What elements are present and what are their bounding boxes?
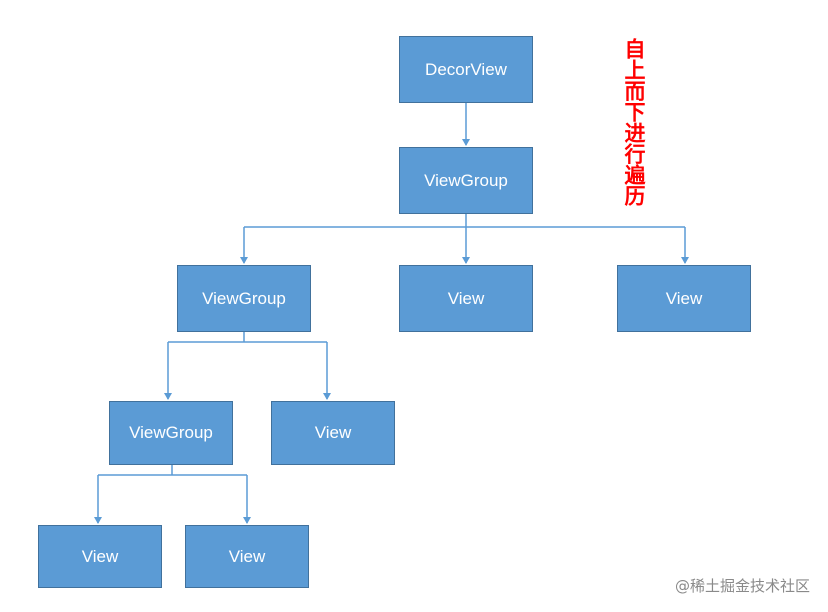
node-view-level2-middle: View	[399, 265, 533, 332]
node-view-level4-left-label: View	[81, 546, 119, 566]
node-view-level2-right: View	[617, 265, 751, 332]
node-viewgroup-level2-label: ViewGroup	[202, 288, 286, 308]
node-view-level4-right-label: View	[228, 546, 266, 566]
node-decorview-label: DecorView	[425, 59, 507, 79]
node-view-level3-right: View	[271, 401, 395, 465]
node-viewgroup-level3: ViewGroup	[109, 401, 233, 465]
node-viewgroup-level1-label: ViewGroup	[424, 170, 508, 190]
node-view-level2-middle-label: View	[447, 288, 485, 308]
node-view-level2-right-label: View	[665, 288, 703, 308]
node-viewgroup-level2: ViewGroup	[177, 265, 311, 332]
node-viewgroup-level1: ViewGroup	[399, 147, 533, 214]
traversal-annotation: 自上而下进行遍历	[622, 38, 646, 206]
node-view-level4-right: View	[185, 525, 309, 588]
node-viewgroup-level3-label: ViewGroup	[129, 423, 213, 442]
watermark: @稀土掘金技术社区	[674, 577, 810, 595]
node-view-level3-right-label: View	[314, 423, 352, 442]
node-decorview: DecorView	[399, 36, 533, 103]
node-view-level4-left: View	[38, 525, 162, 588]
